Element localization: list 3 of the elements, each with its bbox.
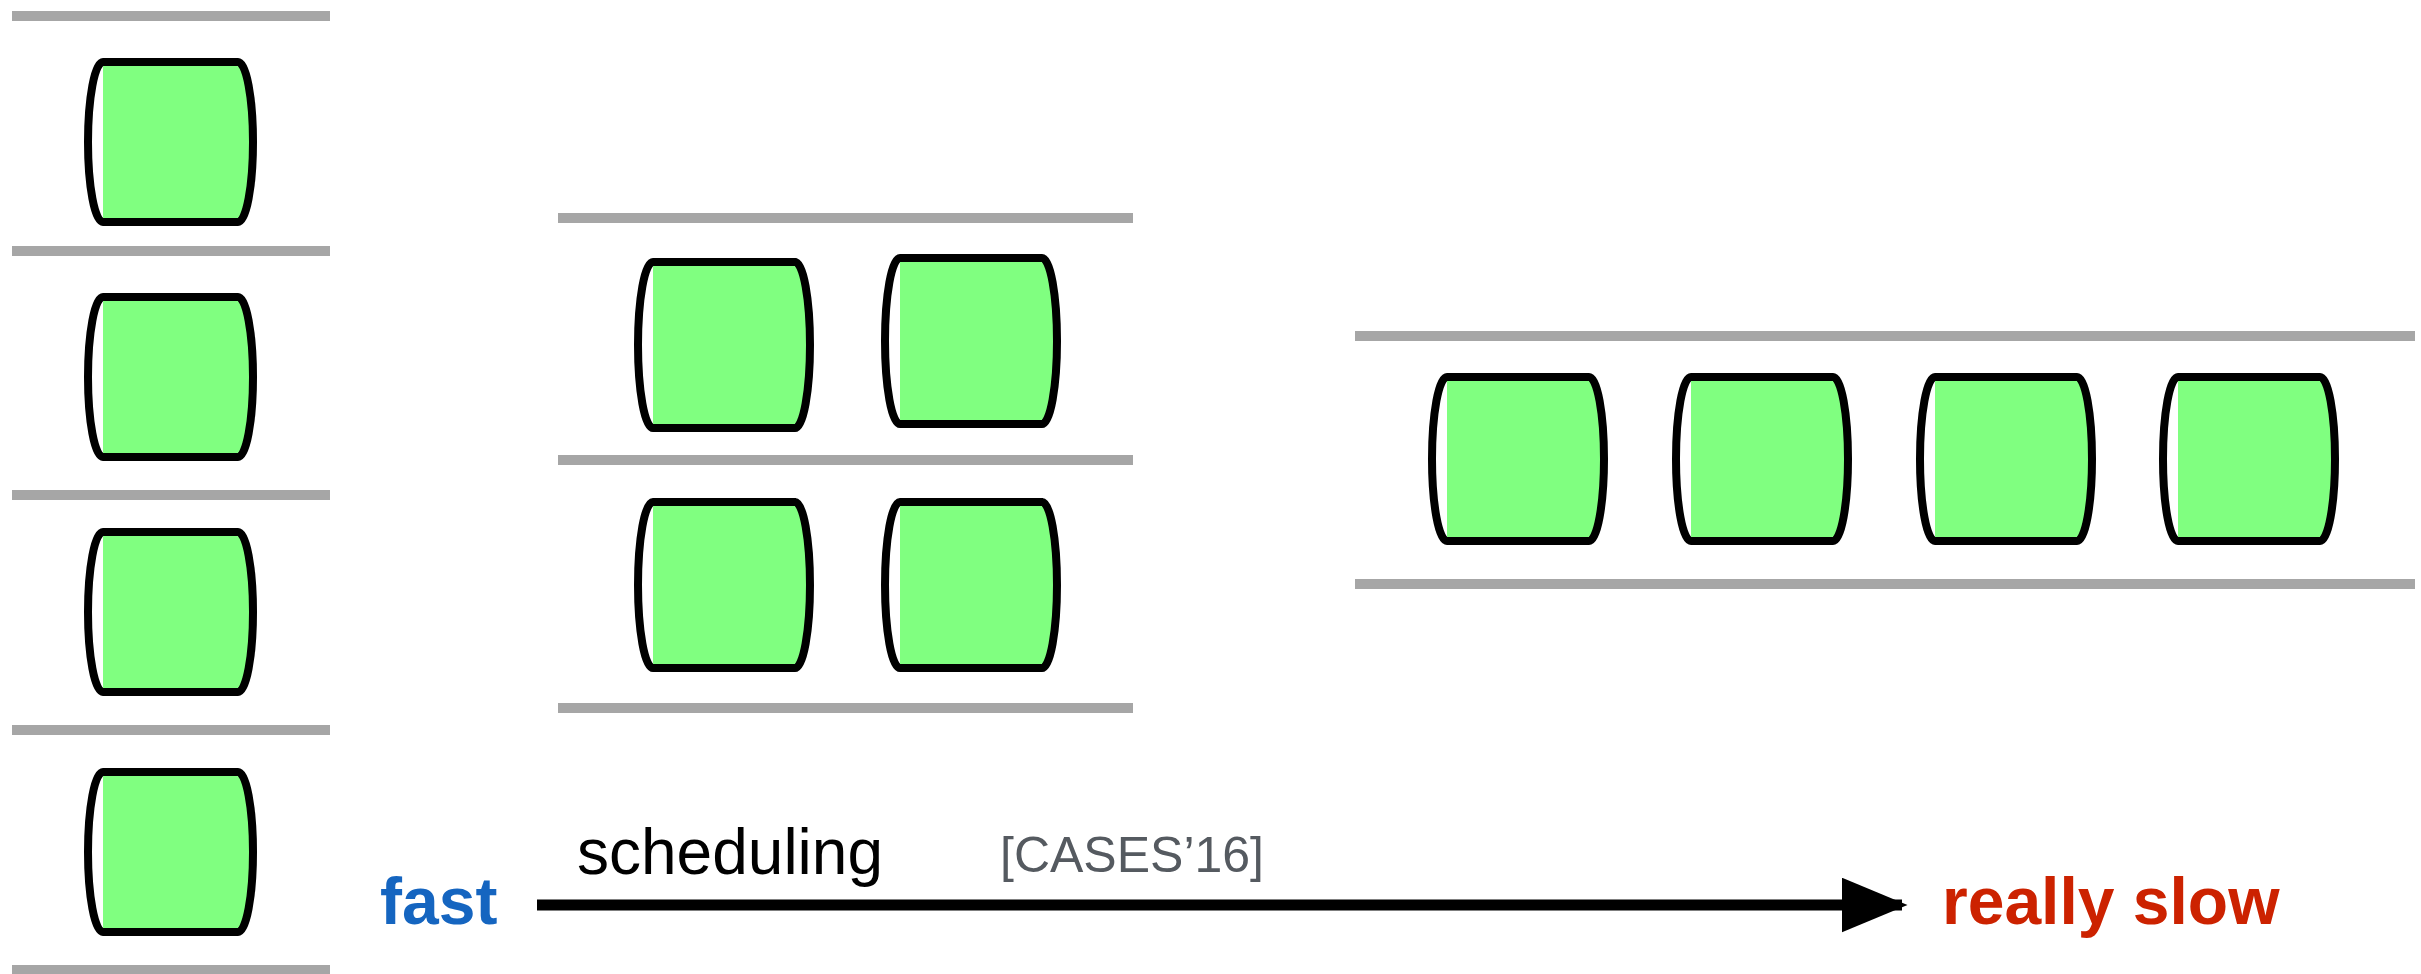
arrow — [537, 877, 1908, 933]
speed-label: fast — [380, 868, 498, 934]
citation-note: [CASES’16] — [1000, 830, 1264, 880]
